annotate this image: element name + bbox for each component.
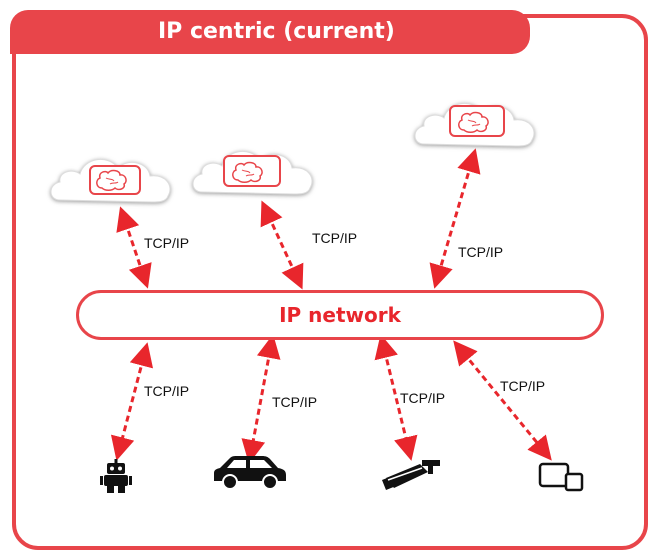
arrow-network-robot [110,342,154,461]
cloud-brain-icon [50,159,171,203]
arrow-cloud1-network [116,206,152,289]
cloud-brain-icon [414,103,535,147]
arrow-network-devices [453,340,552,461]
protocol-label: TCP/IP [400,390,446,406]
protocol-label: TCP/IP [312,230,358,246]
devices-icon [538,462,584,492]
cloud-brain-icon [192,151,313,195]
protocol-label: TCP/IP [500,378,546,394]
arrow-cloud2-network [260,200,304,290]
robot-icon [100,459,132,493]
protocol-label: TCP/IP [144,235,190,251]
protocol-label: TCP/IP [144,383,190,399]
protocol-label: TCP/IP [458,244,504,260]
arrow-cloud3-network [429,148,481,289]
diagram-title: IP centric (current) [10,10,530,54]
security-camera-icon [382,460,440,490]
protocol-label: TCP/IP [272,394,318,410]
car-icon [214,456,286,490]
arrow-network-car [241,334,281,464]
ip-network-node: IP network [76,290,604,340]
